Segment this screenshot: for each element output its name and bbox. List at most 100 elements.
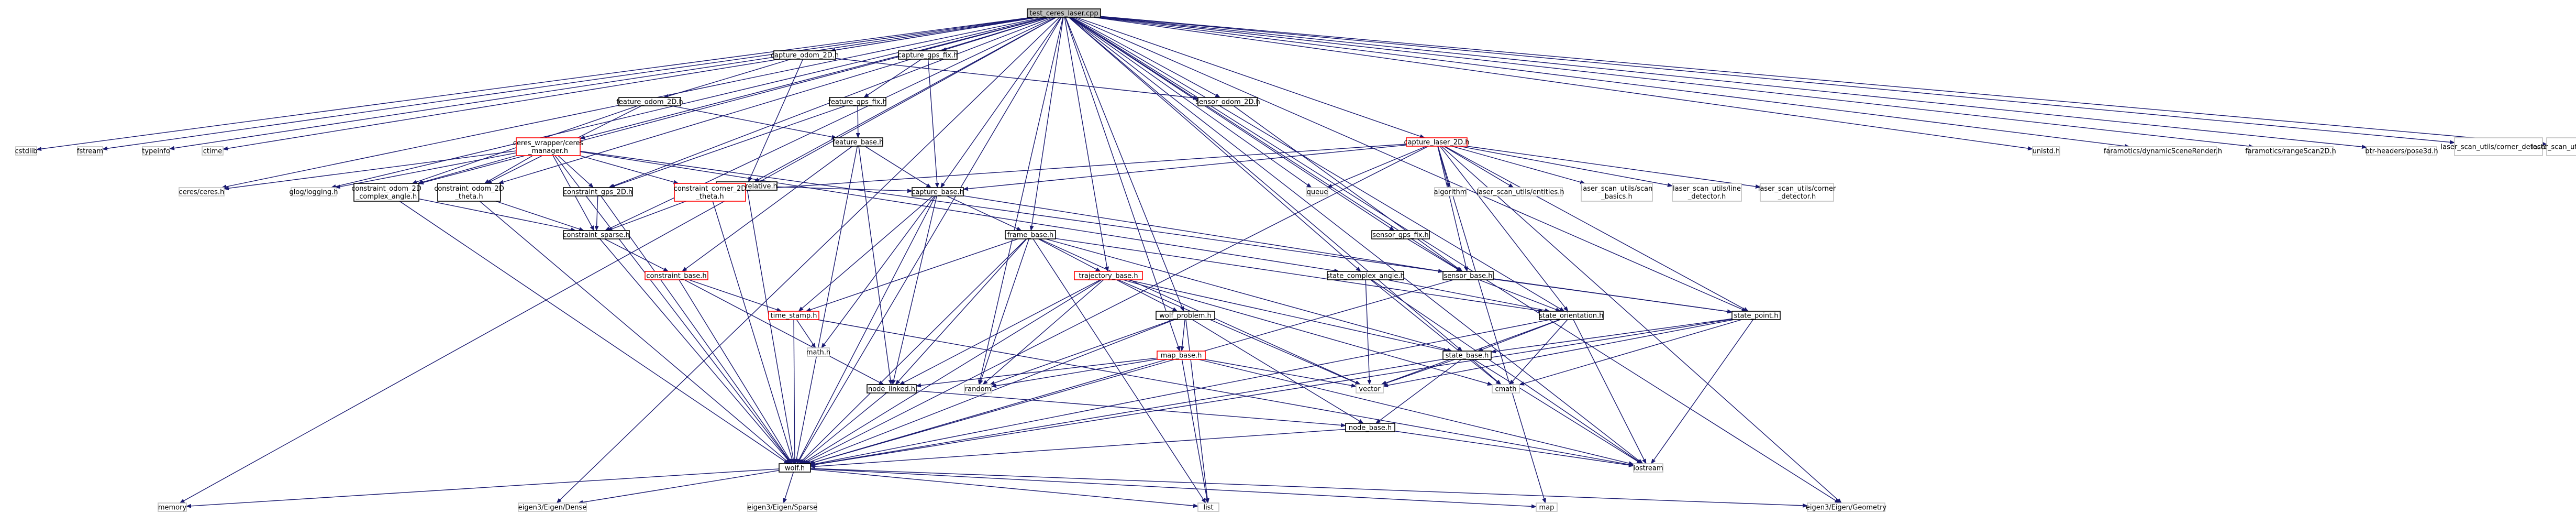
node-state_point[interactable]: state_point.h: [1731, 311, 1781, 320]
node-label: node_base.h: [1349, 424, 1392, 432]
edge-state_point-to-cmath: [1519, 319, 1742, 386]
node-lsu_line[interactable]: laser_scan_utils/line_detector.h: [1672, 183, 1742, 202]
node-label: feature_gps_fix.h: [828, 99, 886, 106]
edge-root-to-eigen_geom: [1070, 17, 1840, 504]
node-state_complex[interactable]: state_complex_angle.h: [1326, 271, 1405, 280]
node-algorithm[interactable]: algorithm: [1434, 187, 1467, 196]
edge-root-to-fstream: [102, 17, 1035, 151]
edge-con_gps2d-to-con_sparse: [594, 195, 599, 231]
node-box: [1356, 384, 1384, 393]
node-eigen_sparse[interactable]: eigen3/Eigen/Sparse: [747, 502, 817, 512]
node-label: laser_scan_utils/entities.h: [2531, 144, 2576, 151]
node-wolf_problem[interactable]: wolf_problem.h: [1156, 311, 1215, 320]
edge-cap_laser2d-to-lsu_basics: [1451, 146, 1586, 184]
node-map_base[interactable]: map_base.h: [1157, 351, 1206, 360]
node-queue[interactable]: queue: [1306, 187, 1328, 196]
edge-cap_laser2d-to-state_point: [1444, 146, 1749, 312]
node-con_gps2d[interactable]: constraint_gps_2D.h: [563, 187, 633, 196]
node-pose3d[interactable]: btr-headers/pose3d.h: [2365, 146, 2438, 156]
node-cap_laser2d[interactable]: capture_laser_2D.h: [1404, 137, 1470, 147]
node-math[interactable]: math.h: [806, 347, 830, 357]
node-corner_det[interactable]: laser_scan_utils/corner_detector.h: [2441, 137, 2557, 156]
node-map[interactable]: map: [1536, 502, 1558, 512]
edge-traj_base-to-random: [982, 279, 1104, 385]
node-box: [15, 146, 37, 156]
node-ceres_wrapper[interactable]: ceres_wrapper/ceres_manager.h: [513, 137, 584, 156]
node-con_sparse[interactable]: constraint_sparse.h: [563, 230, 630, 239]
edge-cap_gps_fix-to-feat_gps_fix: [863, 59, 922, 98]
node-label: wolf_problem.h: [1159, 312, 1211, 320]
edge-con_odom_theta-to-wolf: [479, 201, 791, 464]
node-time_stamp[interactable]: time_stamp.h: [768, 311, 819, 320]
edge-ceres_wrapper-to-con_odom_angle: [417, 155, 517, 184]
node-con_odom_angle[interactable]: constraint_odom_2D_complex_angle.h: [351, 183, 421, 202]
node-lsu_basics[interactable]: laser_scan_utils/scan_basics.h: [1581, 183, 1653, 202]
edge-cap_base-to-sensor_base: [963, 195, 1444, 273]
node-box: [1406, 137, 1468, 147]
node-list[interactable]: list: [1197, 502, 1219, 512]
edge-state_base-to-wolf: [810, 359, 1444, 467]
node-sensor_odom2d[interactable]: sensor_odom_2D.h: [1195, 97, 1260, 106]
node-state_base[interactable]: state_base.h: [1442, 351, 1492, 360]
node-label: constraint_gps_2D.h: [563, 189, 632, 196]
node-box: [2248, 146, 2334, 156]
node-cap_gps_fix[interactable]: capture_gps_fix.h: [898, 50, 958, 60]
edge-state_orient-to-cmath: [1509, 319, 1568, 385]
node-unistd[interactable]: unistd.h: [2032, 146, 2060, 156]
node-rangescan[interactable]: faramotics/rangeScan2D.h: [2245, 146, 2336, 156]
node-frame_base[interactable]: frame_base.h: [1005, 230, 1056, 239]
node-ceres[interactable]: ceres/ceres.h: [179, 187, 225, 196]
edge-feat_base-to-node_linked: [858, 146, 893, 385]
node-node_base[interactable]: node_base.h: [1345, 423, 1395, 432]
edge-frame_base-to-wolf: [798, 238, 1027, 464]
node-feat_gps_fix[interactable]: feature_gps_fix.h: [828, 97, 887, 106]
node-box: [1074, 271, 1143, 280]
node-sensor_gps_fix[interactable]: sensor_gps_fix.h: [1371, 230, 1430, 239]
node-cap_base[interactable]: capture_base.h: [912, 187, 964, 196]
node-feat_odom2d[interactable]: feature_odom_2D.h: [616, 97, 683, 106]
node-label: wolf.h: [785, 465, 805, 473]
node-cmath[interactable]: cmath: [1492, 384, 1520, 393]
node-con_odom_theta[interactable]: constraint_odom_2D_theta.h: [434, 183, 504, 202]
node-scene[interactable]: faramotics/dynamicSceneRender.h: [2104, 146, 2222, 156]
node-memory[interactable]: memory: [158, 502, 187, 512]
node-eigen_dense[interactable]: eigen3/Eigen/Dense: [518, 502, 587, 512]
node-label: list: [1203, 504, 1213, 512]
node-typeinfo[interactable]: typeinfo: [142, 146, 170, 156]
node-con_base[interactable]: constraint_base.h: [645, 271, 708, 280]
edge-state_base-to-iostream: [1473, 359, 1642, 464]
node-box: [1672, 183, 1742, 202]
node-box: [1156, 311, 1215, 320]
node-state_orient[interactable]: state_orientation.h: [1539, 311, 1604, 320]
node-ctime[interactable]: ctime: [202, 146, 224, 156]
node-node_linked[interactable]: node_linked.h: [867, 384, 917, 393]
node-root[interactable]: test_ceres_laser.cpp: [1027, 8, 1101, 18]
node-eigen_geom[interactable]: eigen3/Eigen/Geometry: [1806, 502, 1887, 512]
node-iostream[interactable]: iostream: [1633, 463, 1663, 473]
node-vector[interactable]: vector: [1356, 384, 1384, 393]
node-glog[interactable]: glog/logging.h: [290, 187, 338, 196]
node-box: [829, 97, 886, 106]
node-traj_base[interactable]: trajectory_base.h: [1074, 271, 1143, 280]
node-feat_base[interactable]: feature_base.h: [833, 137, 884, 147]
edge-cap_laser2d-to-lsu_line: [1459, 146, 1673, 188]
node-fstream[interactable]: fstream: [77, 146, 103, 156]
edge-time_stamp-to-wolf: [792, 319, 797, 464]
node-cap_odom2d[interactable]: capture_odom_2D.h: [771, 50, 839, 60]
node-cstdlib[interactable]: cstdlib: [15, 146, 38, 156]
node-lsu_entities[interactable]: laser_scan_utils/entities.h: [1476, 187, 1564, 196]
edge-root-to-wolf: [797, 17, 1062, 464]
node-wolf[interactable]: wolf.h: [779, 463, 811, 473]
edge-map_base-to-list: [1181, 359, 1209, 504]
node-label: capture_laser_2D.h: [1404, 139, 1469, 147]
node-label: capture_gps_fix.h: [898, 52, 958, 60]
edge-root-to-eigen_dense: [556, 17, 1060, 504]
edge-cap_laser2d-to-cap_base: [963, 145, 1407, 191]
node-lsu_entities_top[interactable]: laser_scan_utils/entities.h: [2531, 137, 2576, 156]
node-random[interactable]: random: [964, 384, 992, 393]
node-label: eigen3/Eigen/Geometry: [1806, 504, 1887, 512]
node-con_corner[interactable]: constraint_corner_2D_theta.h: [674, 183, 747, 202]
node-sensor_base[interactable]: sensor_base.h: [1442, 271, 1494, 280]
node-lsu_corner[interactable]: laser_scan_utils/corner_detector.h: [1758, 183, 1836, 202]
